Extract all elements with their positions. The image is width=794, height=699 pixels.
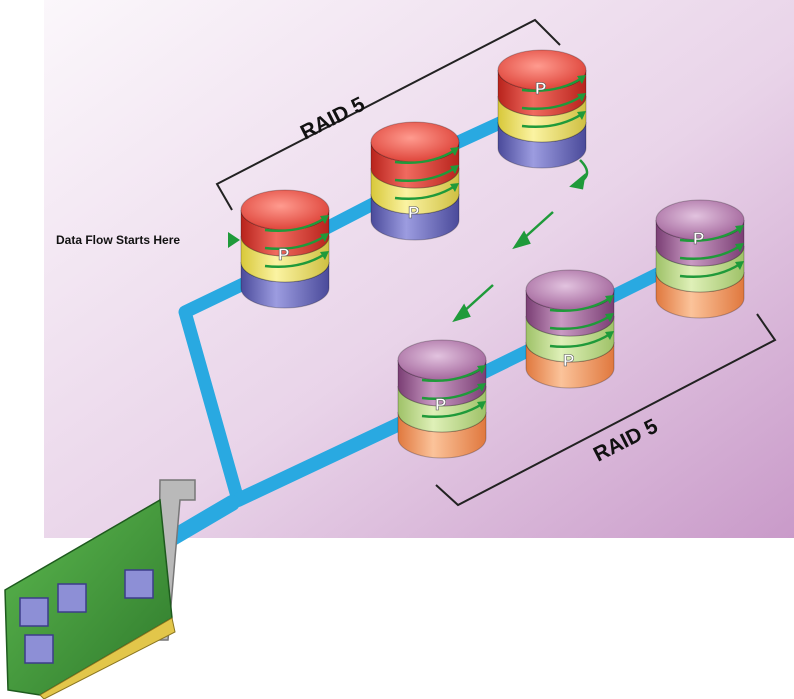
parity-label: P <box>535 79 546 98</box>
disk-stack: P <box>526 270 614 388</box>
parity-label: P <box>278 245 289 264</box>
parity-label: P <box>693 229 704 248</box>
disk-stack: P <box>398 340 486 458</box>
parity-label: P <box>435 395 446 414</box>
disk-stack: P <box>371 122 459 240</box>
disk-stack: P <box>498 50 586 168</box>
data-flow-label: Data Flow Starts Here <box>56 233 180 247</box>
disk-stack: P <box>241 190 329 308</box>
disk-stack: P <box>656 200 744 318</box>
parity-label: P <box>408 203 419 222</box>
parity-label: P <box>563 351 574 370</box>
